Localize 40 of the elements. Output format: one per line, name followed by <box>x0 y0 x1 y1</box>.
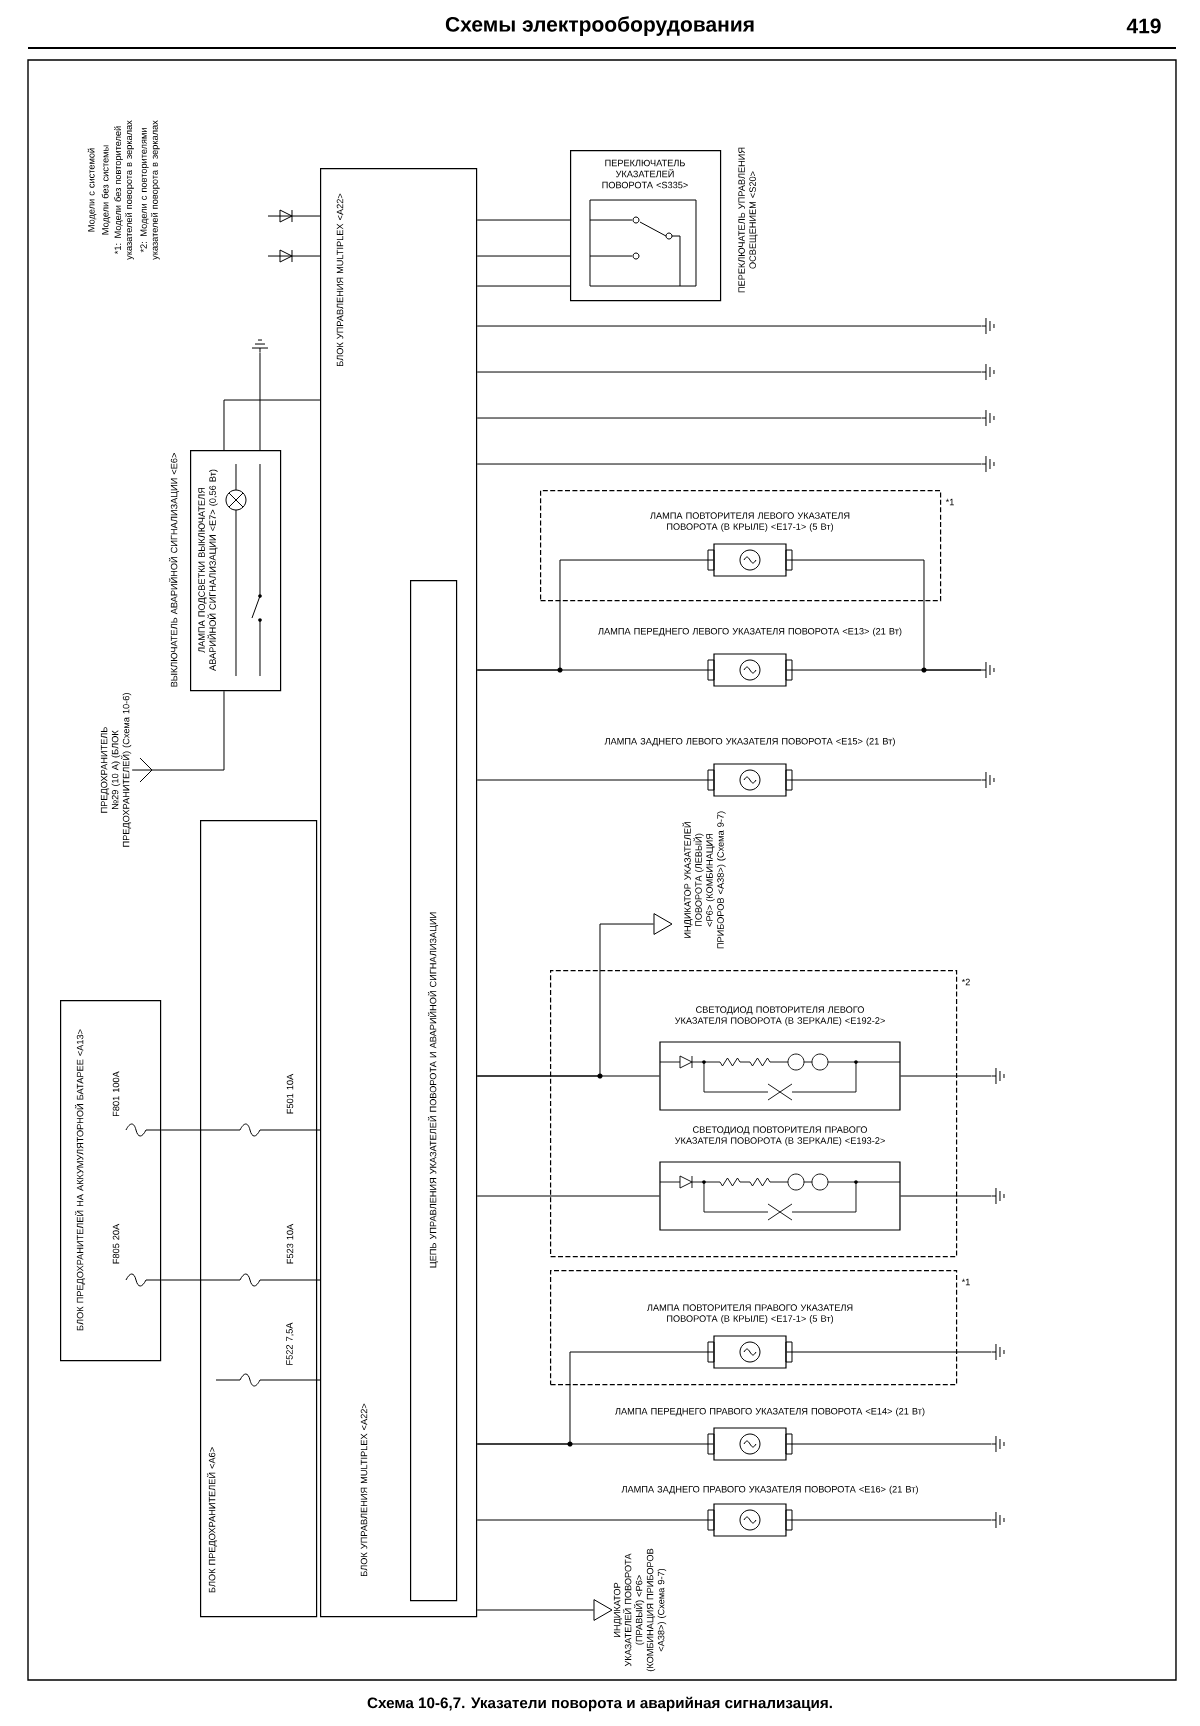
wire <box>476 1075 660 1077</box>
wire <box>160 1129 201 1131</box>
ground-symbol <box>981 661 995 679</box>
wire <box>476 371 983 373</box>
ground-symbol <box>981 409 995 427</box>
ground-symbol <box>981 771 995 789</box>
wire <box>476 1609 594 1611</box>
wire <box>476 1195 660 1197</box>
wire <box>476 463 983 465</box>
ground-symbol <box>991 1343 1005 1361</box>
page-title: Схемы электрооборудования <box>445 16 754 36</box>
wire <box>786 1519 993 1521</box>
wire <box>476 285 571 287</box>
wire <box>900 1195 993 1197</box>
wire <box>476 255 571 257</box>
wire <box>476 417 983 419</box>
wire <box>786 669 983 671</box>
wire <box>131 690 225 783</box>
page-number: 419 <box>1126 18 1161 34</box>
wire <box>476 669 714 671</box>
ground-symbol <box>981 455 995 473</box>
ground-symbol <box>991 1435 1005 1453</box>
ground-symbol <box>991 1067 1005 1085</box>
wire <box>900 1075 993 1077</box>
wire <box>160 1279 201 1281</box>
wire <box>786 1443 993 1445</box>
ground-symbol <box>251 339 269 353</box>
wire <box>223 399 321 451</box>
wire <box>476 1443 714 1445</box>
wire <box>786 779 983 781</box>
wire <box>259 351 261 451</box>
ground-symbol <box>991 1187 1005 1205</box>
wire <box>786 1351 993 1353</box>
wire <box>476 779 714 781</box>
wire <box>476 1519 714 1521</box>
ground-symbol <box>981 363 995 381</box>
wire <box>476 219 571 221</box>
wire <box>476 325 983 327</box>
ground-symbol <box>981 317 995 335</box>
ground-symbol <box>991 1511 1005 1529</box>
